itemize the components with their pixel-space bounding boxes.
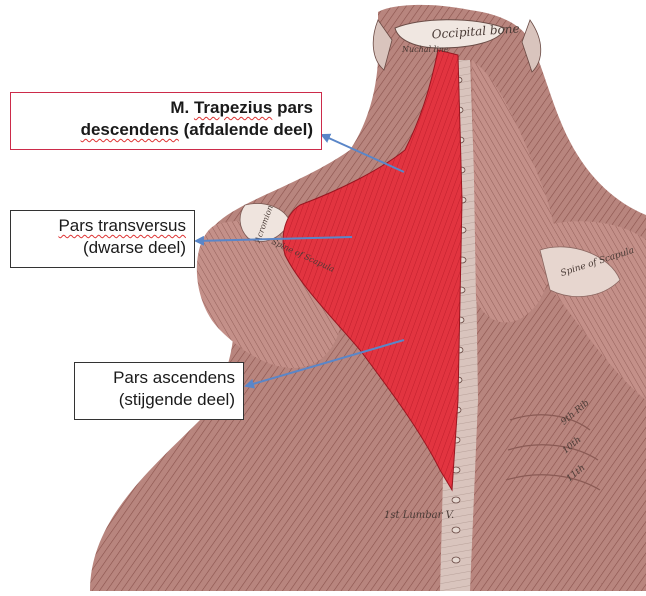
nuchal-text: Nuchal line	[401, 45, 449, 54]
label-descendens: M. Trapezius pars descendens (afdalende …	[10, 92, 322, 150]
descendens-line2: descendens (afdalende deel)	[19, 119, 313, 141]
ascendens-line1: Pars ascendens	[83, 367, 235, 389]
ascendens-line2: (stijgende deel)	[83, 389, 235, 411]
descendens-prefix: M.	[170, 98, 194, 117]
label-transversus: Pars transversus (dwarse deel)	[10, 210, 195, 268]
label-ascendens: Pars ascendens (stijgende deel)	[74, 362, 244, 420]
descendens-afdalende: (afdalende deel)	[179, 120, 313, 139]
descendens-pars: pars	[272, 98, 313, 117]
dorsal-text: 1st Lumbar V.	[384, 510, 455, 521]
descendens-line1: M. Trapezius pars	[19, 97, 313, 119]
descendens-word: descendens	[81, 120, 179, 139]
transversus-line1: Pars transversus	[19, 215, 186, 237]
descendens-trapezius: Trapezius	[194, 98, 272, 117]
transversus-line2: (dwarse deel)	[19, 237, 186, 259]
